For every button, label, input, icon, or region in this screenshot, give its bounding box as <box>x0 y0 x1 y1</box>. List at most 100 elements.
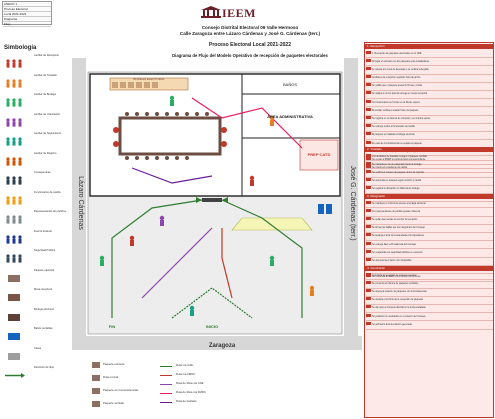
simbologia-item: Representantes de partidos <box>4 210 74 224</box>
simbologia-item: Paquete electoral <box>4 269 74 282</box>
legend-line-icon <box>160 366 172 368</box>
simbologia-label: Fuerza Federal <box>34 229 52 233</box>
person-icon <box>4 231 26 244</box>
legend-route-item: Ruta de Ruta vía CAE <box>176 381 204 385</box>
panel-step: Se traslada por la ruta asignada hacia l… <box>366 161 493 170</box>
step-text: Al llegar el vehículo con los paquetes a… <box>372 60 430 63</box>
step-number-marker <box>366 208 371 212</box>
step-text: Se entrega recibo al funcionario de casi… <box>372 126 415 129</box>
step-text: Se publican los resultados en el exterio… <box>372 315 426 318</box>
panel-step: Se publican los resultados en el exterio… <box>366 313 493 322</box>
simbologia-item: Fuerza Federal <box>4 229 74 244</box>
panel-section-header: 2. Traslado <box>365 147 493 152</box>
step-number-marker <box>366 178 371 182</box>
simbologia-label: Carpa <box>34 346 42 350</box>
legend-box-icon <box>92 375 100 381</box>
legend-box-icon <box>92 401 100 407</box>
step-number-marker <box>366 165 371 169</box>
person-icon <box>4 192 26 205</box>
step-text: Se firman las fajillas por los integrant… <box>372 227 425 230</box>
staff-figures <box>99 95 315 316</box>
simbologia-item: Auxiliar de Registro <box>4 151 74 166</box>
banos-label: BAÑOS <box>283 82 297 87</box>
step-text: Se resguarda con seguridad pública en el… <box>372 251 423 254</box>
panel-step: Concluida la recepción se convoca a sesi… <box>366 272 493 281</box>
panel-step: Se anexa la relación de paquetes con inc… <box>366 289 493 297</box>
panel-step: Se entrega llave a Presidencia del Conse… <box>366 241 493 250</box>
step-number-marker <box>366 225 371 229</box>
panel-section-header: 4. Conclusión <box>365 266 493 272</box>
simbologia-label: Auxiliar de Registro <box>34 151 57 155</box>
person-icon <box>4 75 26 88</box>
simbologia-label: Bodega electoral <box>34 307 54 311</box>
panel-section-header: 1. Recepción <box>365 44 493 49</box>
legend-line-icon <box>160 375 172 377</box>
panel-step: Auxiliares de recepción registran hora d… <box>366 75 493 83</box>
panel-step: Se firman las fajillas por los integrant… <box>366 225 493 233</box>
bodega-label: BODEGA ELECTORAL <box>133 77 165 81</box>
simbologia-label: Representantes de partidos <box>34 210 66 213</box>
simbologia-title: Simbología <box>4 45 37 51</box>
step-text: Se asigna un turno para la entrega en me… <box>372 93 428 96</box>
step-text: se orienta a la zona de descarga y se ve… <box>372 68 429 71</box>
mesa-number-badges <box>113 127 227 147</box>
simbologia-item: Bodega electoral <box>4 307 74 321</box>
tent-icon <box>4 348 26 360</box>
step-number-marker <box>366 297 371 301</box>
street-label-bottom: Zaragoza <box>209 343 236 349</box>
step-text: Se documenta el cierre con fotografías <box>372 260 412 262</box>
panel-step-list: Concluida la recepción se convoca a sesi… <box>366 272 493 330</box>
table-chairs <box>125 112 209 160</box>
legend-item: Paquete con inconsistencias <box>103 388 139 392</box>
step-text: Se mantiene el control de acceso a bodeg… <box>372 202 426 205</box>
simbologia-item: Auxiliar de Orientación <box>4 113 74 127</box>
step-text: Se levanta el acta circunstanciada corre… <box>372 235 424 238</box>
simbologia-item: Baños portátiles <box>4 327 74 340</box>
panel-step: Los funcionarios se forman en la fila de… <box>366 99 493 108</box>
step-number-marker <box>366 280 371 284</box>
legend-route-item: Ruta vía FMDC <box>176 372 196 376</box>
person-icon <box>4 250 26 263</box>
panel-step: Se da inicio al cómputo distrital en la … <box>366 305 493 314</box>
simbologia-label: Funcionarios de casilla <box>34 190 61 194</box>
logo-text: IEEM <box>222 6 257 20</box>
step-number-marker <box>366 83 371 87</box>
reception-table <box>118 116 222 156</box>
portable-toilets <box>318 204 332 214</box>
step-number-marker <box>366 107 371 111</box>
entrance-gate <box>202 198 222 202</box>
simbologia-item: Dirección de flujo <box>4 366 74 378</box>
panel-step: Se valida que el paquete presente firmas… <box>366 83 493 91</box>
person-icon <box>4 114 26 127</box>
panel-step: Se remite al PREP la copia del acta corr… <box>366 156 493 165</box>
step-text: En caso de inconsistencias se separa el … <box>372 142 422 145</box>
header-box-row: Local 2021-2022 <box>3 12 51 17</box>
step-text: Se valida que el paquete presente firmas… <box>372 85 423 88</box>
panel-step: El paquete se traslada a bodega electora… <box>366 132 493 141</box>
legend-line-icon <box>160 393 172 395</box>
step-number-marker <box>366 289 371 293</box>
step-number-marker <box>366 50 371 54</box>
title-line-1: Consejo Distrital Electoral 09 Valle Her… <box>201 25 299 30</box>
simbologia-item: Funcionarios de casilla <box>4 190 74 205</box>
step-number-marker <box>366 132 371 136</box>
panel-step: Se entrega recibo al funcionario de casi… <box>366 124 493 132</box>
legend-route-item: Ruta de Ruta vía FMDC <box>176 390 206 394</box>
simbologia-label: Mesa receptora <box>34 288 53 291</box>
panel-step: Se acomoda en anaquel según sección y ca… <box>366 178 493 186</box>
panel-step: Se registra en el sistema de cómputo y s… <box>366 116 493 124</box>
title-line-2: Calle Zaragoza entre Lázaro Cárdenas y J… <box>179 31 321 36</box>
simbologia-label: Auxiliar de Traslado <box>34 73 57 77</box>
panel-step: Se sellan las puertas al concluir la rec… <box>366 217 493 225</box>
step-text: Se traslada por la ruta asignada hacia l… <box>372 163 422 166</box>
person-icon <box>4 211 26 224</box>
panel-step: Se resguarda con seguridad pública en el… <box>366 249 493 258</box>
step-number-marker <box>366 156 371 160</box>
street-label-right: José G. Cárdenas (terr.) <box>349 165 356 240</box>
step-text: Se entrega llave a Presidencia del Conse… <box>372 243 416 246</box>
panel-step: Se declara el término de la recepción de… <box>366 297 493 305</box>
panel-step: El auxiliar verifica el estado físico de… <box>366 107 493 116</box>
panel-step: se orienta a la zona de descarga y se ve… <box>366 66 493 75</box>
header-box-row: ANEXO 1 <box>3 2 51 7</box>
